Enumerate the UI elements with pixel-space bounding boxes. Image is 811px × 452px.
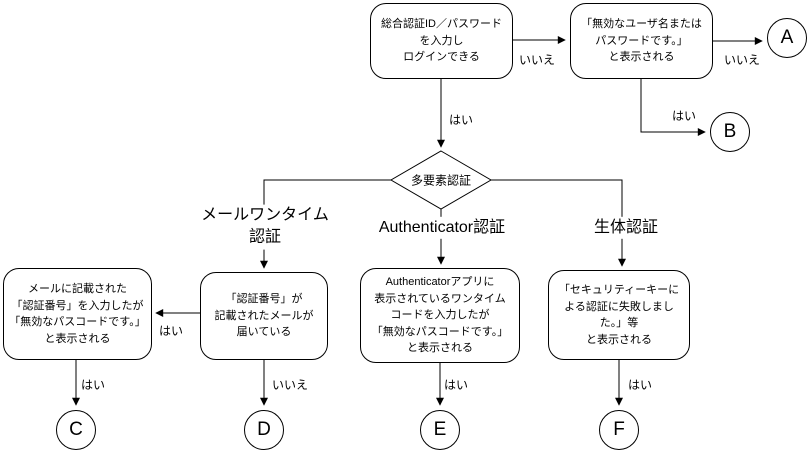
node-mail-received: 「認証番号」が 記載されたメールが 届いている <box>200 272 328 360</box>
branch-label-mail-otp: メールワンタイム 認証 <box>199 204 331 250</box>
edge-label-login-no: いいえ <box>518 52 556 67</box>
branch-label-biometric: 生体認証 <box>591 216 661 240</box>
edge-label-login-yes: はい <box>448 112 474 127</box>
node-login: 総合認証ID／パスワード を入力し ログインできる <box>370 3 513 79</box>
terminal-b: B <box>710 112 750 152</box>
terminal-c: C <box>56 410 96 450</box>
edge-label-mail-received-yes: はい <box>158 323 184 338</box>
edge-label-mail-received-no: いいえ <box>271 377 309 392</box>
edge-label-mail-fail-yes: はい <box>80 377 106 392</box>
node-invalid-user: 「無効なユーザ名または パスワードです。」 と表示される <box>570 3 713 79</box>
terminal-e: E <box>420 410 460 450</box>
edge-label-security-key-yes: はい <box>627 377 653 392</box>
decision-diamond-shape <box>390 150 492 210</box>
terminal-f: F <box>599 410 639 450</box>
connector-invalid-to-b <box>640 79 706 136</box>
edge-label-invalid-no: いいえ <box>723 52 761 67</box>
node-authenticator-fail: Authenticatorアプリに 表示されているワンタイム コードを入力したが… <box>360 268 520 363</box>
edge-label-authenticator-yes: はい <box>443 377 469 392</box>
branch-label-authenticator: Authenticator認証 <box>376 216 508 240</box>
terminal-d: D <box>244 410 284 450</box>
terminal-a: A <box>767 18 807 58</box>
edge-label-invalid-yes: はい <box>671 108 697 123</box>
node-mail-code-fail: メールに記載された 「認証番号」を入力したが 「無効なパスコードです。」 と表示… <box>3 268 152 360</box>
node-security-key-fail: 「セキュリティーキーに よる認証に失敗しまし た。」等 と表示される <box>548 270 690 360</box>
decision-mfa-label: 多要素認証 <box>410 173 472 188</box>
